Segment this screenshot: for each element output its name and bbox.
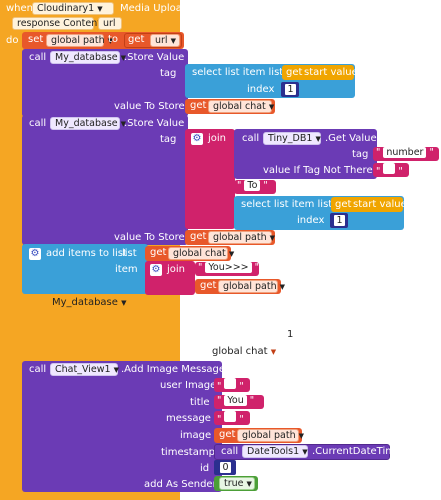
list-var: start value — [353, 199, 407, 210]
add-items-block[interactable] — [22, 244, 148, 294]
text-user-image[interactable]: " " — [214, 378, 250, 392]
add-as-sender-label: add As Sender — [144, 479, 217, 490]
title-label: title — [190, 397, 210, 408]
text-you[interactable]: " You>>> " — [195, 262, 259, 276]
gear-icon[interactable]: ⚙ — [150, 264, 162, 276]
timestamp-label: timestamp — [161, 447, 215, 458]
method-label: .Get Value — [325, 133, 377, 144]
text-to[interactable]: " To " — [234, 180, 276, 194]
get-start-value-1[interactable] — [282, 65, 354, 80]
index-label: index — [297, 215, 325, 226]
event-name: Media Uploaded — [120, 3, 201, 14]
gear-icon[interactable]: ⚙ — [29, 248, 41, 260]
call-label: call — [29, 364, 47, 375]
get-url-dropdown[interactable]: url ▼ — [150, 34, 180, 47]
tinydb-default-label: value If Tag Not There — [263, 165, 373, 176]
gear-icon[interactable]: ⚙ — [191, 133, 203, 145]
get-label: get — [200, 280, 217, 291]
call-label: call — [242, 133, 260, 144]
get-label: get — [190, 100, 207, 111]
text-message[interactable]: " " — [214, 411, 250, 425]
index-number[interactable]: 1 — [284, 83, 297, 96]
method-label: .Store Value — [124, 52, 185, 63]
get-label: get — [286, 67, 303, 78]
var-dropdown[interactable]: global path ▼ — [237, 429, 304, 442]
select-label: select list item list — [192, 67, 284, 78]
join-block-1[interactable] — [185, 129, 235, 229]
component-dropdown[interactable]: Chat_View1 ▼ — [50, 363, 119, 376]
add-image-message[interactable] — [22, 361, 222, 492]
call-label: call — [29, 118, 47, 129]
tinydb-tag-label: tag — [352, 149, 369, 160]
add-items-label: add items to list — [46, 248, 127, 259]
floating-component-dropdown[interactable]: My_database ▼ — [52, 297, 127, 308]
get-label: get — [150, 247, 167, 258]
floating-variable-dropdown[interactable]: global chat ▼ — [212, 346, 277, 357]
component-dropdown[interactable]: My_database ▼ — [50, 117, 126, 130]
do-label: do — [6, 35, 19, 46]
store-value-2[interactable] — [22, 115, 188, 245]
id-number[interactable]: 0 — [219, 461, 232, 474]
set-label: set — [28, 34, 44, 45]
param-response-content[interactable]: response Content — [12, 17, 101, 30]
index-label: index — [247, 84, 275, 95]
select-label: select list item list — [241, 199, 333, 210]
text-title[interactable]: " You " — [214, 395, 264, 409]
var-dropdown[interactable]: global chat ▼ — [208, 100, 274, 113]
component-dropdown[interactable]: Cloudinary1 ▼ — [32, 2, 114, 15]
user-image-label: user Image — [160, 380, 217, 391]
var-dropdown[interactable]: global path ▼ — [218, 280, 285, 293]
to-label: to — [108, 34, 119, 45]
tag-label: tag — [160, 134, 177, 145]
method-label: .Store Value — [124, 118, 185, 129]
param-url[interactable]: url — [98, 17, 122, 30]
join-label: join — [208, 133, 227, 144]
method-label: .CurrentDateTime — [312, 446, 402, 457]
when-label: when — [6, 3, 34, 14]
text-number[interactable]: " number " — [373, 147, 439, 161]
index-number[interactable]: 1 — [333, 214, 346, 227]
var-dropdown[interactable]: global chat ▼ — [168, 247, 234, 260]
image-label: image — [180, 430, 212, 441]
component-dropdown[interactable]: My_database ▼ — [50, 51, 126, 64]
get-start-value-2[interactable] — [331, 197, 403, 212]
method-label: .Add Image Message — [121, 364, 226, 375]
join-label: join — [167, 264, 186, 275]
get-label: get — [190, 231, 207, 242]
value-to-store-label: value To Store — [114, 101, 185, 112]
message-label: message — [166, 413, 211, 424]
call-label: call — [29, 52, 47, 63]
var-dropdown[interactable]: global path ▼ — [208, 231, 275, 244]
text-empty[interactable]: " " — [373, 163, 409, 177]
component-dropdown[interactable]: DateTools1 ▼ — [242, 445, 308, 458]
call-label: call — [221, 446, 239, 457]
set-var-dropdown[interactable]: global path ▼ — [46, 34, 113, 47]
item-label: item — [115, 264, 138, 275]
id-label: id — [200, 463, 210, 474]
component-dropdown[interactable]: Tiny_DB1 ▼ — [263, 132, 321, 145]
tag-label: tag — [160, 68, 177, 79]
logic-dropdown[interactable]: true ▼ — [219, 477, 255, 490]
list-var: start value — [304, 67, 358, 78]
value-to-store-label: value To Store — [114, 232, 185, 243]
get-label: get — [219, 429, 236, 440]
get-label: get — [335, 199, 352, 210]
list-label: list — [122, 248, 137, 259]
get-label: get — [128, 34, 145, 45]
floating-number[interactable]: 1 — [287, 329, 294, 340]
